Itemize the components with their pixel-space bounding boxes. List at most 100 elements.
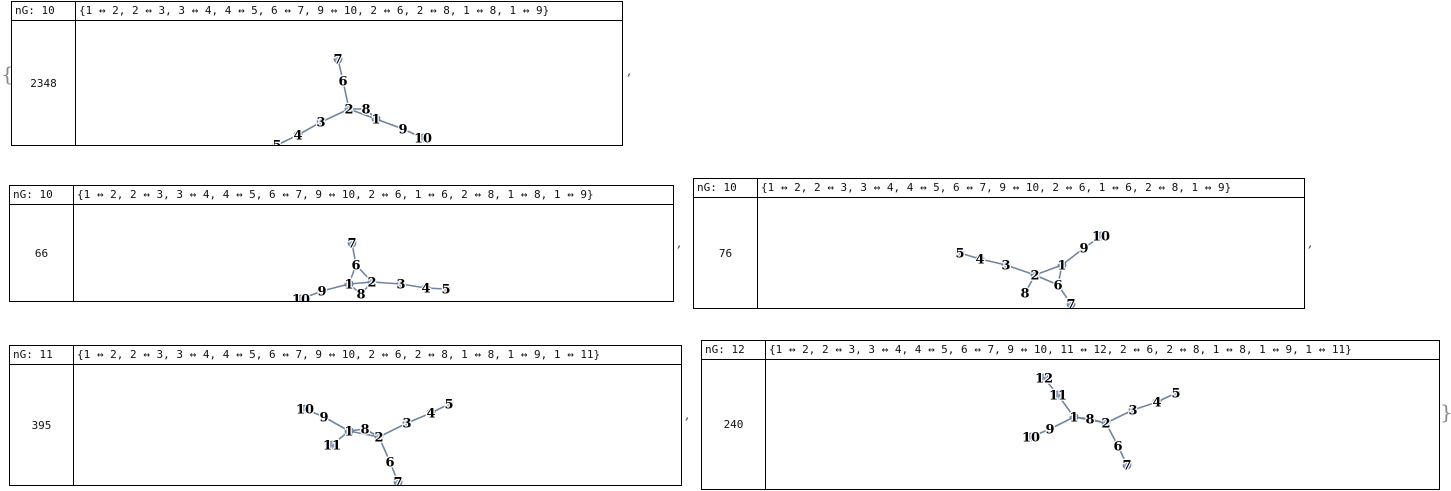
graph-vertex — [1122, 460, 1132, 470]
graph-vertex-label: 4 — [293, 129, 302, 144]
graph-vertex — [1069, 412, 1079, 422]
graph-vertex-label: 5 — [272, 139, 281, 146]
graph-vertex-label: 2 — [374, 431, 383, 446]
graph-vertex — [426, 408, 436, 418]
graph-vertex — [1057, 260, 1067, 270]
graph-edge — [375, 118, 404, 130]
graph-vertex — [1053, 390, 1063, 400]
graph-vertex — [374, 432, 384, 442]
graph-vertex — [441, 284, 451, 294]
graph-panel-2: nG: 10 {1 ↔ 2, 2 ↔ 3, 3 ↔ 4, 4 ↔ 5, 6 ↔ … — [9, 185, 674, 302]
graph-vertex-label: 1 — [371, 113, 380, 128]
graph-edge-list: {1 ↔ 2, 2 ↔ 3, 3 ↔ 4, 4 ↔ 5, 6 ↔ 7, 9 ↔ … — [765, 340, 1440, 360]
graph-vertex — [347, 238, 357, 248]
graph-edge — [1034, 264, 1063, 276]
list-close-brace: } — [1440, 400, 1451, 424]
graph-vertex — [444, 399, 454, 409]
graph-panel-3: nG: 10 {1 ↔ 2, 2 ↔ 3, 3 ↔ 4, 4 ↔ 5, 6 ↔ … — [693, 178, 1305, 309]
graph-vertex-count: nG: 10 — [693, 178, 758, 198]
graph-vertex — [1066, 299, 1076, 308]
graph-edge — [321, 283, 350, 292]
graph-edge — [378, 436, 391, 463]
graph-id: 395 — [9, 364, 74, 486]
graph-vertex-label: 3 — [402, 417, 411, 432]
graph-edge — [320, 108, 350, 123]
graph-vertex-label: 9 — [1045, 423, 1054, 438]
graph-vertex-count: nG: 11 — [9, 345, 74, 365]
graph-vertex — [1026, 432, 1036, 442]
graph-edge — [979, 258, 1007, 266]
graph-vertex-label: 5 — [444, 398, 453, 413]
graph-vertex-label: 11 — [1049, 389, 1067, 404]
graph-panel-4: nG: 11 {1 ↔ 2, 2 ↔ 3, 3 ↔ 4, 4 ↔ 5, 6 ↔ … — [9, 345, 682, 486]
graph-vertex — [367, 277, 377, 287]
graph-vertex-label: 6 — [1113, 440, 1122, 455]
graph-vertex-label: 6 — [338, 75, 347, 90]
graph-vertex — [385, 457, 395, 467]
graph-vertex-label: 3 — [316, 116, 325, 131]
graph-vertex — [338, 76, 348, 86]
graph-panel-5: nG: 12 {1 ↔ 2, 2 ↔ 3, 3 ↔ 4, 4 ↔ 5, 6 ↔ … — [701, 340, 1440, 490]
graph-vertex-label: 7 — [347, 237, 356, 252]
graph-vertex — [1113, 441, 1123, 451]
list-open-brace: { — [1, 62, 14, 86]
graph-vertex — [1171, 388, 1181, 398]
graph-vertex-label: 6 — [351, 259, 360, 274]
graph-vertex-count: nG: 10 — [9, 185, 74, 205]
graph-vertex — [1101, 418, 1111, 428]
graph-edge — [1049, 416, 1075, 430]
graph-vertex-label: 6 — [385, 456, 394, 471]
graph-vertex-label: 5 — [955, 247, 964, 262]
graph-id: 240 — [701, 359, 766, 490]
graph-edge-list: {1 ↔ 2, 2 ↔ 3, 3 ↔ 4, 4 ↔ 5, 6 ↔ 7, 9 ↔ … — [75, 1, 623, 21]
graph-vertex-label: 5 — [441, 283, 450, 298]
graph-vertex — [1053, 280, 1063, 290]
graph-vertex-label: 7 — [1066, 298, 1075, 309]
graph-vertex-count: nG: 10 — [11, 1, 76, 21]
graph-vertex — [1085, 414, 1095, 424]
graph-vertex — [1020, 288, 1030, 298]
graph-vertex-label: 10 — [414, 132, 432, 146]
graph-id: 66 — [9, 204, 74, 302]
list-separator: , — [685, 408, 690, 423]
graph-vertex-label: 1 — [344, 425, 353, 440]
graph-vertex — [1045, 424, 1055, 434]
graph-vertex — [293, 130, 303, 140]
graph-vertex — [371, 114, 381, 124]
list-separator: , — [1308, 236, 1313, 251]
graph-vertex — [360, 424, 370, 434]
graph-vertex-label: 7 — [393, 476, 402, 486]
graph-vertex-label: 2 — [344, 103, 353, 118]
graph-vertex-label: 3 — [1001, 259, 1010, 274]
graph-vertex-label: 9 — [317, 285, 326, 300]
graph-edge — [348, 430, 380, 438]
graph-vertex-label: 4 — [975, 253, 984, 268]
graph-vertex-label: 8 — [1020, 287, 1029, 302]
graph-vertex-label: 9 — [319, 411, 328, 426]
graph-vertex-label: 11 — [323, 439, 341, 454]
graph-vertex-label: 2 — [1101, 417, 1110, 432]
graph-vertex — [393, 477, 403, 485]
list-separator: , — [627, 64, 632, 79]
graph-vertex-label: 2 — [1030, 269, 1039, 284]
graph-vertex-label: 9 — [398, 123, 407, 138]
graph-edge — [371, 281, 402, 285]
graph-vertex — [418, 133, 428, 143]
graph-vertex — [1152, 397, 1162, 407]
graph-vertex — [317, 286, 327, 296]
graph-vertex-label: 1 — [1057, 259, 1066, 274]
graph-vertex-label: 10 — [296, 403, 314, 418]
graph-vertex-label: 2 — [367, 276, 376, 291]
graph-vertex-label: 4 — [426, 407, 435, 422]
graph-vertex — [361, 104, 371, 114]
graph-vertex — [272, 140, 282, 145]
graph-edge — [1061, 247, 1085, 266]
